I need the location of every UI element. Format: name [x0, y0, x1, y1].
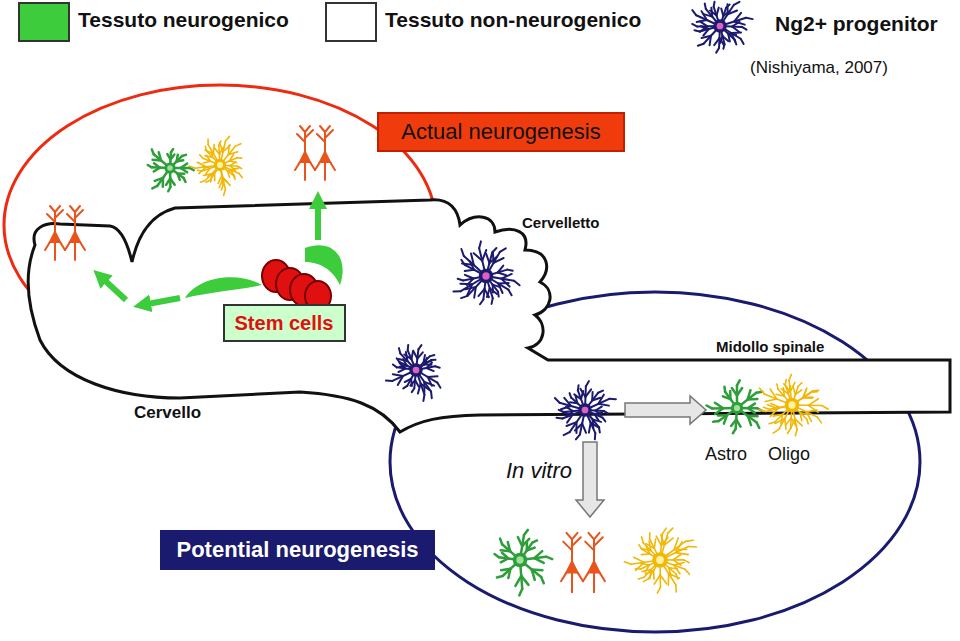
title-box: Potential neurogenesis: [160, 530, 435, 570]
node-text: Actual neurogenesis: [401, 119, 600, 145]
node-text: Stem cells: [235, 312, 334, 335]
legend-text: Tessuto neurogenico: [78, 8, 289, 32]
in-vitro-arrow: [576, 442, 604, 517]
region-label: (Nishiyama, 2007): [750, 58, 888, 78]
astrocyte-cell: [148, 149, 194, 191]
region-label: Astro: [705, 444, 747, 465]
neuron-pair: [45, 206, 85, 260]
region-label: Oligo: [768, 444, 810, 465]
migration-arrows: [100, 200, 318, 305]
neuron-pair: [561, 533, 605, 592]
legend-text: Ng2+ progenitor: [775, 12, 938, 36]
legend-swatch: [18, 2, 70, 42]
ng2-progenitor-cell: [453, 241, 519, 304]
cns-outline: [28, 200, 950, 432]
oligodendrocyte-cell: [189, 136, 242, 195]
legend-swatch: [325, 2, 377, 42]
in-vivo-arrow: [625, 396, 706, 424]
ng2-progenitor-cell: [555, 381, 616, 439]
ng2-progenitor-cell: [692, 2, 753, 53]
neuron-pair: [295, 126, 335, 180]
region-label: Midollo spinale: [716, 338, 824, 355]
ng2-progenitor-cell: [386, 345, 441, 401]
astrocyte-cell: [495, 530, 553, 596]
node-text: Potential neurogenesis: [176, 537, 418, 563]
oligodendrocyte-cell: [624, 528, 696, 593]
title-box: Actual neurogenesis: [377, 112, 625, 152]
stem-cell-box: Stem cells: [223, 304, 346, 342]
region-label: Cervello: [134, 403, 201, 423]
region-label: In vitro: [506, 458, 572, 484]
svz-region: [185, 277, 262, 298]
oligodendrocyte-cell: [759, 374, 828, 435]
region-label: Cervelletto: [522, 214, 600, 231]
legend-text: Tessuto non-neurogenico: [385, 8, 641, 32]
astrocyte-cell: [706, 380, 762, 433]
